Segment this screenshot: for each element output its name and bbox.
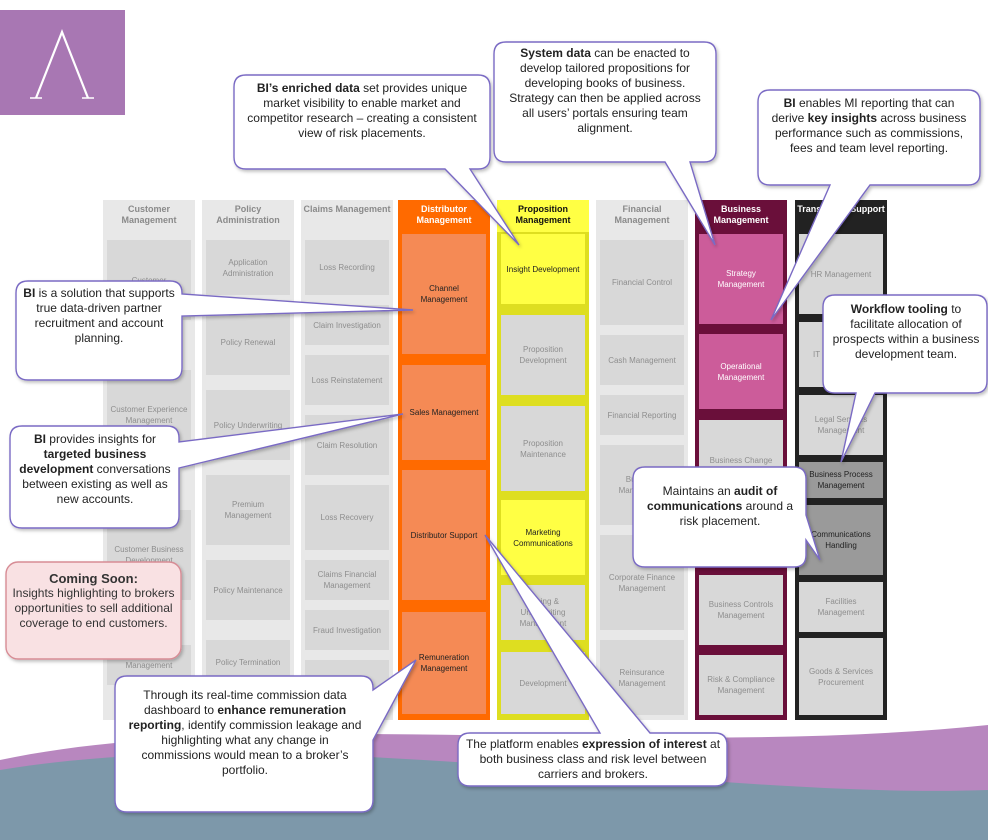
cell-facilities: Facilities Management [799, 582, 883, 632]
cell-remuneration-management: Remuneration Management [402, 612, 486, 714]
cell-premium-management: Premium Management [206, 475, 290, 545]
callout-text: Through its real-time commission data da… [143, 688, 347, 717]
callout-expression-of-interest: The platform enables expression of inter… [462, 737, 724, 782]
callout-bold: BI [33, 432, 46, 446]
callout-commission: Through its real-time commission data da… [125, 688, 365, 778]
cell-cash-management: Cash Management [600, 335, 684, 385]
callout-text: The platform enables [465, 737, 582, 751]
cell-distributor-support: Distributor Support [402, 470, 486, 600]
callout-audit: Maintains an audit of communications aro… [641, 484, 799, 529]
cell-policy-renewal: Policy Renewal [206, 310, 290, 375]
callout-bold: enhance remuneration reporting [128, 703, 347, 732]
cell-goods-services: Goods & Services Procurement [799, 638, 883, 715]
callout-text: to facilitate allocation of prospects wi… [832, 302, 980, 361]
callout-text: around a risk placement. [679, 499, 794, 528]
callout-text: at both business class and risk level be… [479, 737, 721, 781]
cell-application-admin: Application Administration [206, 240, 290, 295]
cell-insight-development: Insight Development [501, 234, 585, 304]
callout-text: enables MI reporting that can derive [771, 96, 955, 125]
callout-text: set provides unique market visibility to… [247, 81, 477, 140]
cell-proposition-development: Proposition Development [501, 315, 585, 395]
callout-bold: targeted business development [19, 447, 147, 476]
column-proposition-management: Proposition Management Insight Developme… [497, 200, 589, 720]
callout-workflow-tooling: Workflow tooling to facilitate allocatio… [831, 302, 981, 362]
column-financial-management: Financial Management Financial Control C… [596, 200, 688, 720]
callout-text: , identify commission leakage and highli… [141, 718, 362, 777]
cell-legal-services: Legal Services Management [799, 395, 883, 455]
cell-marketing-communications: Marketing Communications [501, 500, 585, 575]
cell-risk-compliance: Risk & Compliance Management [699, 655, 783, 715]
column-distributor-management: Distributor Management Channel Managemen… [398, 200, 490, 720]
callout-targeted-development: BI provides insights for targeted busine… [16, 432, 174, 507]
cell-sales-management: Sales Management [402, 365, 486, 460]
callout-bold: expression of interest [582, 737, 707, 751]
column-title: Distributor Management [416, 204, 472, 225]
cell-business-controls: Business Controls Management [699, 575, 783, 645]
callout-bold: BI’s enriched data [256, 81, 360, 95]
column-policy-administration: Policy Administration Application Admini… [202, 200, 294, 720]
column-transaction-support: Transaction Support HR Management IT Man… [795, 200, 887, 720]
coming-soon-title: Coming Soon: [49, 571, 138, 586]
callout-text: provides insights for [45, 432, 157, 446]
cell-operational-management: Operational Management [699, 334, 783, 409]
cell-loss-recovery: Loss Recovery [305, 485, 389, 550]
column-title: Proposition Management [497, 200, 589, 232]
cell-policy-maintenance: Policy Maintenance [206, 560, 290, 620]
callout-text: across business performance such as comm… [774, 111, 967, 155]
callout-text: Insights highlighting to brokers opportu… [12, 586, 175, 630]
callout-system-data: System data can be enacted to develop ta… [502, 46, 708, 136]
callout-bold: System data [520, 46, 591, 60]
column-title: Business Management [713, 204, 769, 225]
callout-mi-reporting: BI enables MI reporting that can derive … [766, 96, 972, 156]
cell-reinsurance: Reinsurance Management [600, 640, 684, 715]
cell-strategy-management: Strategy Management [699, 234, 783, 324]
column-title: Customer Management [103, 200, 195, 232]
callout-text: is a solution that supports true data-dr… [34, 286, 175, 345]
callout-coming-soon: Coming Soon:Insights highlighting to bro… [12, 571, 175, 631]
callout-text: can be enacted to develop tailored propo… [509, 46, 701, 135]
callout-bold: Workflow tooling [850, 302, 948, 316]
callout-enriched-data: BI’s enriched data set provides unique m… [242, 81, 482, 141]
cell-loss-reinstatement: Loss Reinstatement [305, 355, 389, 405]
cell-loss-recording: Loss Recording [305, 240, 389, 295]
cell-business-process: Business Process Management [799, 462, 883, 498]
callout-text: conversations between existing as well a… [22, 462, 171, 506]
cell-fraud-investigation: Fraud Investigation [305, 610, 389, 650]
cell-financial-reporting: Financial Reporting [600, 395, 684, 435]
callout-bold: BI [23, 286, 36, 300]
column-title: Claims Management [301, 200, 393, 232]
column-title: Financial Management [596, 200, 688, 232]
cell-financial-control: Financial Control [600, 240, 684, 325]
cell-claims-financial: Claims Financial Management [305, 560, 389, 600]
lambda-icon [30, 28, 94, 99]
cell-channel-management: Channel Management [402, 234, 486, 354]
callout-partner-recruitment: BI is a solution that supports true data… [22, 286, 176, 346]
callout-bold: audit of communications [646, 484, 778, 513]
callout-bold: key insights [807, 111, 877, 125]
callout-bold: BI [783, 96, 796, 110]
callout-text: Maintains an [662, 484, 735, 498]
cell-proposition-maintenance: Proposition Maintenance [501, 406, 585, 491]
logo [0, 10, 125, 115]
column-title: Policy Administration [202, 200, 294, 232]
